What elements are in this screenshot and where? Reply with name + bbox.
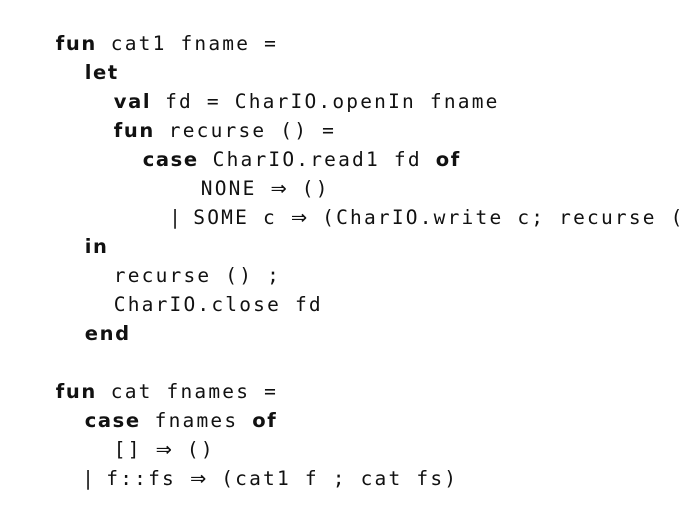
double-arrow-symbol: ⇒ [155, 438, 173, 461]
code-text: CharIO.close fd [113, 293, 323, 316]
keyword-let: let [84, 61, 119, 84]
code-text: recurse () = [154, 119, 337, 142]
keyword-case: case [84, 409, 141, 432]
code-text: (cat1 f ; cat fs) [207, 467, 459, 490]
keyword-of: of [435, 148, 461, 171]
code-text: f::fs [92, 467, 190, 490]
pipe-symbol: | [171, 206, 180, 229]
code-text: NONE [200, 177, 271, 200]
double-arrow-symbol: ⇒ [290, 206, 309, 229]
keyword-fun: fun [113, 119, 155, 142]
code-text: fd = CharIO.openIn fname [151, 90, 500, 113]
code-line-14: [] ⇒ () [58, 406, 215, 461]
keyword-end: end [84, 322, 131, 345]
code-text: cat1 fname = [96, 32, 279, 55]
code-line-3: val fd = CharIO.openIn fname [58, 58, 500, 113]
double-arrow-symbol: ⇒ [270, 177, 288, 200]
keyword-in: in [84, 235, 109, 258]
code-line-1: fun cat1 fname = [0, 0, 278, 55]
keyword-of: of [252, 409, 278, 432]
code-line-6: NONE ⇒ () [145, 145, 330, 200]
keyword-fun: fun [55, 380, 97, 403]
code-line-13: case fnames of [29, 377, 277, 432]
code-text: recurse () ; [113, 264, 282, 287]
keyword-fun: fun [55, 32, 97, 55]
code-text: () [287, 177, 330, 200]
code-text: () [172, 438, 215, 461]
pipe-symbol: | [84, 467, 93, 490]
keyword-case: case [142, 148, 199, 171]
code-text: SOME c [179, 206, 291, 229]
code-line-11: end [29, 290, 131, 345]
code-line-8: in [29, 203, 109, 258]
code-line-15: | f::fs ⇒ (cat1 f ; cat fs) [29, 435, 458, 490]
code-line-5: case CharIO.read1 fd of [87, 116, 461, 171]
code-line-7: | SOME c ⇒ (CharIO.write c; recurse ()) [116, 174, 685, 229]
code-line-9: recurse () ; [58, 232, 281, 287]
double-arrow-symbol: ⇒ [189, 467, 208, 490]
keyword-val: val [113, 90, 152, 113]
code-text: cat fnames = [96, 380, 279, 403]
code-text: (CharIO.write c; recurse ()) [308, 206, 685, 229]
code-line-2: let [29, 29, 119, 84]
code-text: fnames [140, 409, 253, 432]
code-listing: fun cat1 fname = let val fd = CharIO.ope… [0, 0, 685, 490]
code-text: [] [113, 438, 156, 461]
code-line-12: fun cat fnames = [0, 348, 278, 403]
code-text: CharIO.read1 fd [198, 148, 436, 171]
code-line-4: fun recurse () = [58, 87, 336, 142]
code-line-10: CharIO.close fd [58, 261, 323, 316]
